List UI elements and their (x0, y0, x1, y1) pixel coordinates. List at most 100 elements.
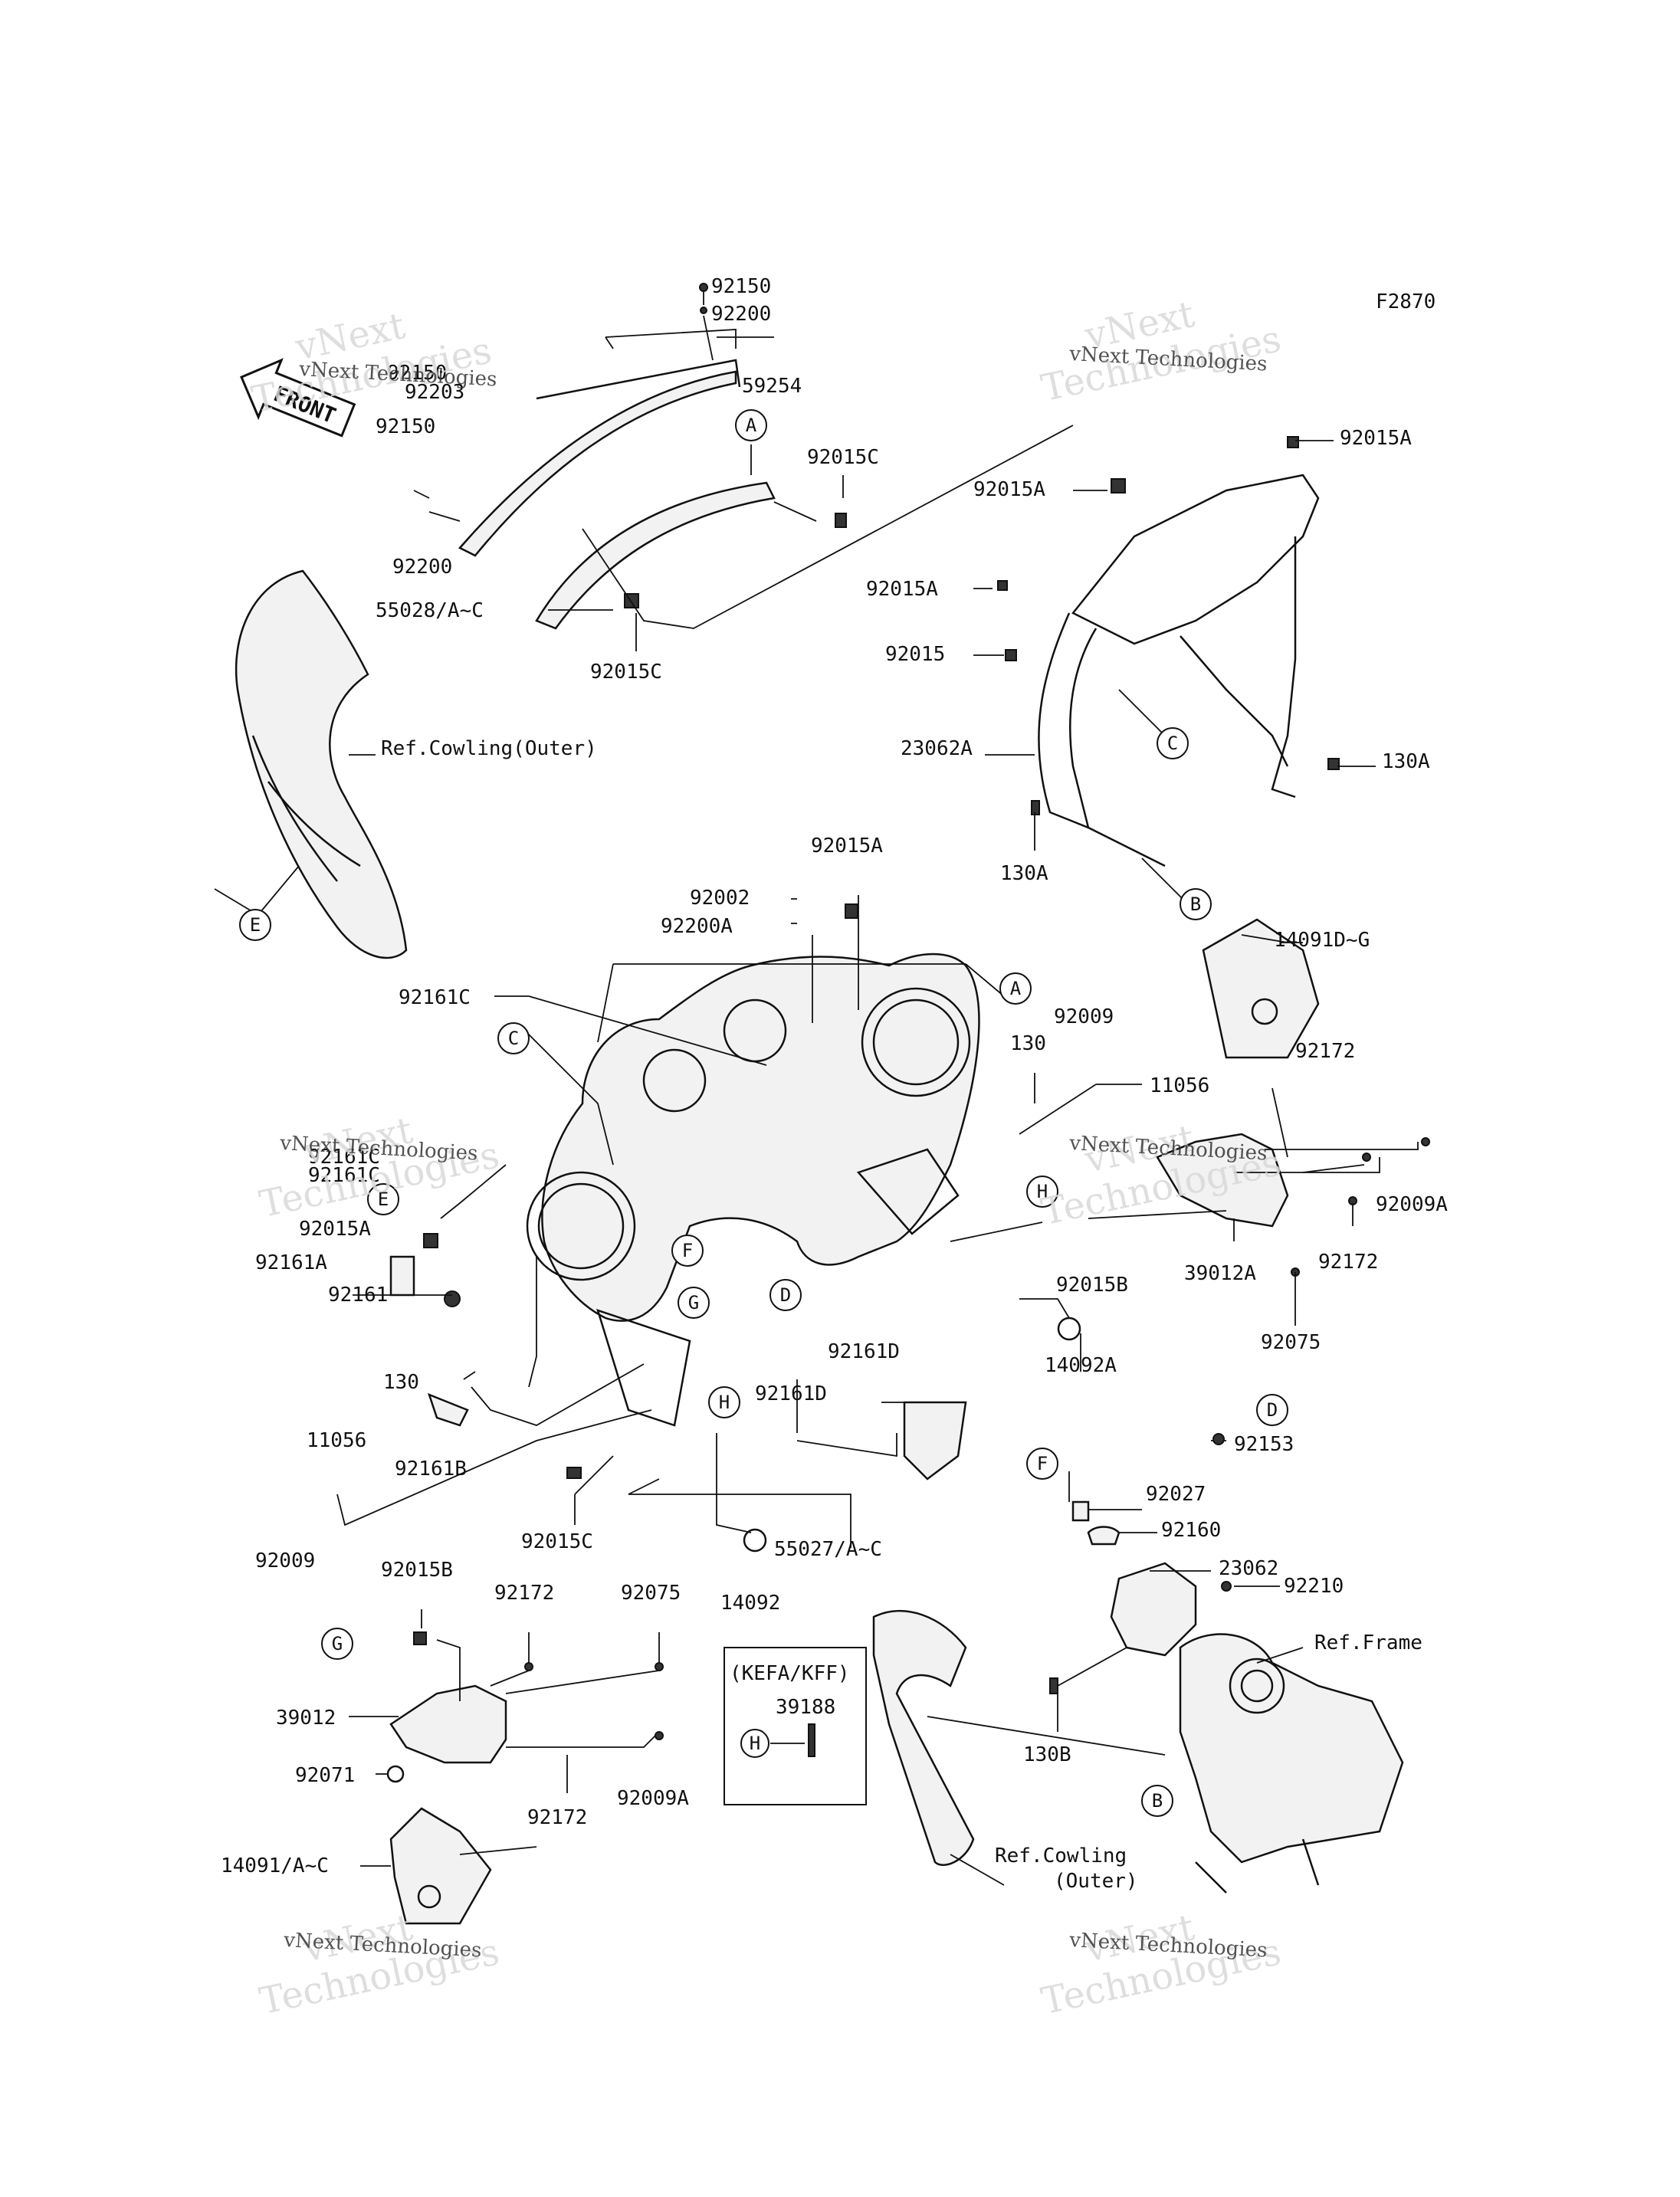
ref-cowling-outer-left: Ref.Cowling(Outer) (381, 737, 597, 760)
callout: 14092 (720, 1592, 780, 1615)
callout: 92015 (885, 643, 945, 666)
callout: 11056 (307, 1429, 366, 1452)
ref-g-bottom: G (332, 1633, 343, 1654)
callout: 92210 (1284, 1575, 1344, 1598)
ref-b-top: B (1190, 894, 1201, 915)
gauge-2 (642, 1048, 707, 1113)
callout: 92161 (328, 1284, 388, 1307)
variant-box-ref: H (750, 1733, 760, 1754)
variant-box-part: 39188 (776, 1696, 835, 1719)
callout: 92161D (755, 1382, 827, 1405)
watermarks: vNext Technologies vNext Technologies vN… (248, 293, 1285, 2023)
callout: 92203 (405, 381, 464, 404)
reference-circles: A A B B C C D D E E F F G G H H (239, 409, 1288, 1817)
callout: 92200A (661, 915, 733, 938)
figure-code: F2870 (1376, 290, 1436, 313)
part-callouts: 92150 92200 59254 92150 92203 92150 9220… (221, 275, 1448, 1877)
fairing-bracket-23062a (973, 436, 1376, 901)
callout: 23062 (1219, 1557, 1278, 1580)
ref-c-center: C (508, 1028, 519, 1049)
callout: 11056 (1150, 1074, 1209, 1097)
callout: 130B (1023, 1743, 1071, 1766)
callout: 23062A (901, 737, 973, 760)
ref-b-bottom: B (1152, 1790, 1163, 1812)
callout: 92161C (308, 1146, 380, 1169)
outer-cowling-strip (872, 1610, 1166, 1886)
callout: 39012A (1184, 1262, 1256, 1285)
callout: 92027 (1146, 1483, 1206, 1506)
callout: 14092A (1045, 1354, 1117, 1377)
callout: 92150 (376, 415, 435, 438)
callout: 92075 (621, 1582, 681, 1605)
callout: 130 (383, 1371, 419, 1394)
variant-box: (KEFA/KFF) 39188 H (724, 1647, 867, 1805)
ref-e-center: E (378, 1189, 389, 1210)
callout: 14091D~G (1274, 929, 1370, 952)
callout: 92172 (527, 1806, 587, 1829)
callout: 92009A (1376, 1193, 1448, 1216)
callout: 92015A (1340, 427, 1412, 450)
callout: 92015C (590, 661, 662, 684)
inner-trim-group (413, 283, 1074, 651)
callout: 92161B (395, 1458, 467, 1481)
callout: 92015A (299, 1218, 371, 1241)
trim-59254 (458, 370, 737, 557)
callout: 92200 (711, 303, 771, 326)
outer-cowling-left (214, 569, 408, 959)
callout: 55027/A~C (774, 1538, 882, 1561)
callout: 39012 (276, 1707, 336, 1730)
callout: 92009 (255, 1549, 315, 1572)
callout: 92172 (1318, 1251, 1378, 1274)
callout: 92015C (807, 446, 879, 469)
ref-frame: Ref.Frame (1314, 1631, 1422, 1654)
inner-cowling-55027 (541, 953, 980, 1322)
ref-e-left: E (250, 914, 261, 936)
callout: 59254 (742, 375, 802, 398)
bracket-23062-group (1049, 1471, 1404, 1894)
callout: 92160 (1161, 1519, 1221, 1542)
bracket-39012-group (349, 1609, 664, 1925)
inner-cowling-assembly (336, 895, 1142, 1553)
ref-a-center: A (1010, 978, 1022, 999)
cover-14091d-g (1202, 918, 1320, 1059)
variant-box-title: (KEFA/KFF) (730, 1662, 850, 1685)
ref-d-center: D (780, 1284, 791, 1306)
callout: 92150 (711, 275, 771, 298)
ref-cowling-outer-bottom: (Outer) (1054, 1870, 1138, 1893)
reference-labels: Ref.Cowling(Outer) Ref.Cowling (Outer) R… (381, 737, 1422, 1893)
callout: 130A (1382, 750, 1430, 773)
callout: 14091/A~C (221, 1854, 329, 1877)
ref-c-top: C (1167, 733, 1178, 754)
callout: 92015A (811, 835, 883, 857)
callout: 92161D (828, 1340, 900, 1363)
clip-92015c-a (835, 513, 847, 528)
callout: 92161C (399, 986, 471, 1009)
callout: 92002 (690, 887, 750, 910)
callout: 92015A (866, 578, 938, 601)
callout: 92015B (1056, 1274, 1128, 1297)
callout: 92172 (494, 1582, 554, 1605)
callout: 92200 (392, 556, 452, 579)
ref-cowling-bottom: Ref.Cowling (995, 1844, 1127, 1867)
callout: 92161C (308, 1164, 380, 1187)
ref-a-top: A (746, 415, 757, 436)
callout: 92075 (1261, 1331, 1321, 1354)
callout: 92009A (617, 1787, 689, 1810)
callout: 130 (1010, 1032, 1046, 1055)
gauge-left (526, 1171, 636, 1281)
callout: 92150 (387, 362, 447, 385)
ref-h-center: H (719, 1392, 730, 1413)
callout: 92015A (973, 478, 1045, 501)
callout: 55028/A~C (376, 599, 484, 622)
callout: 92172 (1295, 1040, 1355, 1063)
callout: 92071 (295, 1764, 355, 1787)
ref-f-center: F (682, 1240, 693, 1261)
ref-d-right: D (1267, 1399, 1278, 1421)
ref-g-center: G (688, 1292, 699, 1313)
callout: 92153 (1234, 1433, 1294, 1456)
ref-f-right: F (1037, 1453, 1048, 1474)
gauge-right (861, 987, 971, 1097)
callout: 92015B (381, 1559, 453, 1582)
callout: 92161A (255, 1251, 327, 1274)
